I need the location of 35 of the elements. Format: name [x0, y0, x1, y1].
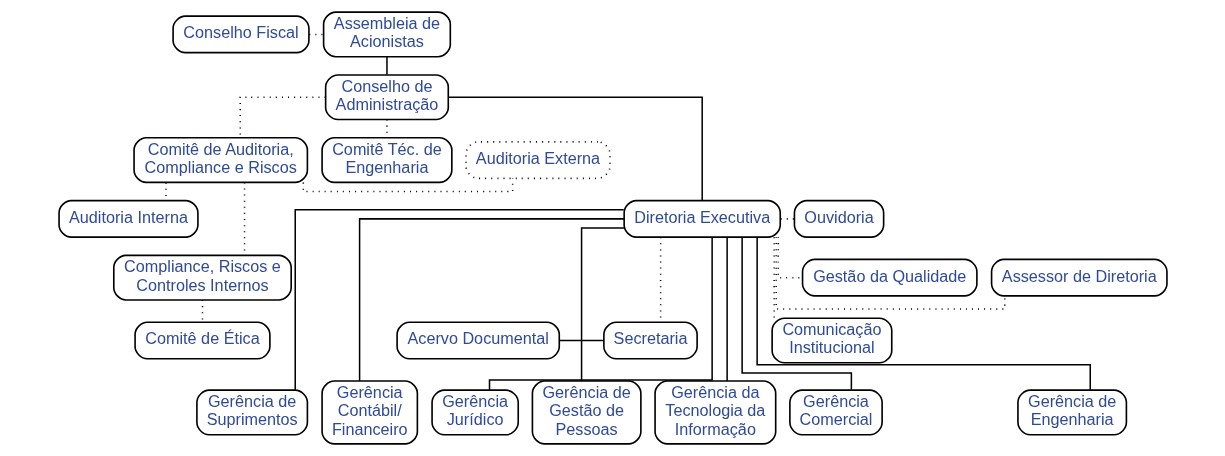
node-box: Comunicação Institucional — [770, 317, 893, 364]
node-box: Diretoria Executiva — [622, 199, 781, 238]
node-box: Secretaria — [602, 321, 698, 360]
node-box: Ouvidoria — [793, 199, 884, 238]
node-box: Conselho de Administração — [324, 74, 449, 121]
node-box: Assembleia de Acionistas — [322, 11, 451, 58]
connector — [779, 218, 795, 220]
node-box: Gerência Comercial — [788, 389, 883, 436]
connector — [358, 218, 625, 382]
node-box: Assessor de Diretoria — [990, 258, 1168, 297]
connector — [740, 236, 852, 391]
node-box: Auditoria Externa — [464, 141, 611, 180]
node-box: Acervo Documental — [395, 321, 560, 360]
node-box: Comitê Téc. de Engenharia — [320, 137, 453, 184]
connector — [725, 236, 728, 382]
node-box: Gerência de Gestão de Pessoas — [531, 380, 642, 445]
node-box: Comitê de Ética — [133, 321, 271, 360]
connector — [488, 236, 713, 391]
connector — [385, 55, 388, 76]
node-box: Gerência de Engenharia — [1016, 389, 1127, 436]
node-box: Comitê de Auditoria, Compliance e Riscos — [132, 137, 308, 184]
node-box: Gerência da Tecnologia da Informação — [653, 380, 776, 445]
connector — [580, 227, 625, 382]
connector — [755, 236, 1091, 391]
node-box: Conselho Fiscal — [171, 15, 310, 54]
node-box: Gestão da Qualidade — [801, 258, 978, 297]
node-box: Gerência Contábil/ Financeiro — [320, 380, 418, 445]
node-box: Gerência Jurídico — [430, 389, 519, 436]
connector — [558, 339, 604, 342]
connector — [293, 209, 624, 391]
connector — [447, 96, 703, 202]
node-box: Gerência de Suprimentos — [195, 389, 308, 436]
node-box: Compliance, Riscos e Controles Internos — [112, 254, 292, 301]
node-box: Auditoria Interna — [57, 199, 199, 238]
connector — [772, 236, 775, 319]
